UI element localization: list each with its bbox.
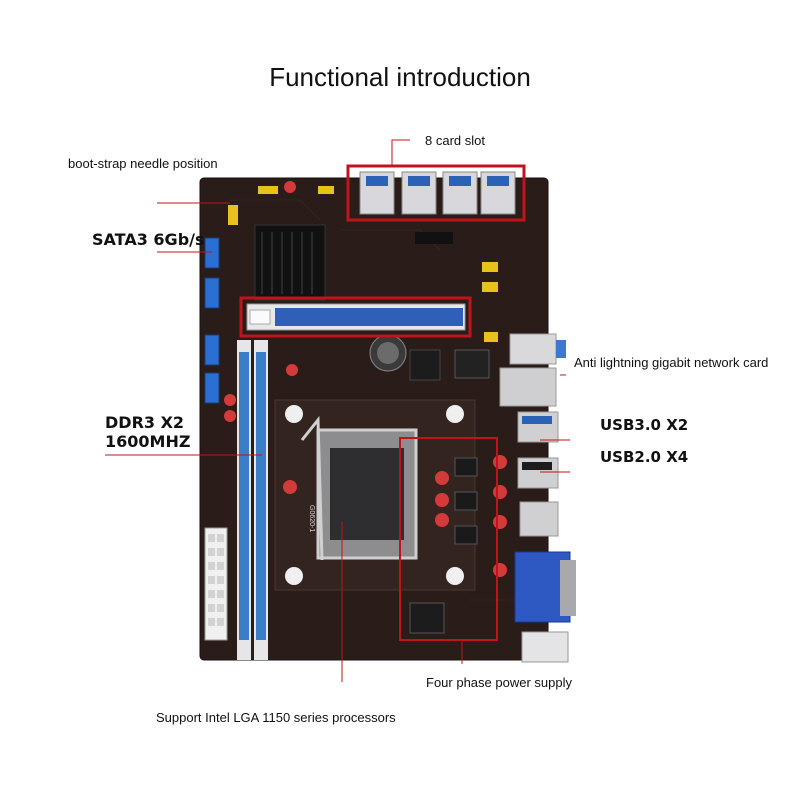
- dimm-slots: [237, 340, 268, 660]
- controller-chip: [409, 349, 441, 381]
- callout-ddr-line2: 1600MHZ: [105, 432, 191, 451]
- callout-power: Four phase power supply: [426, 675, 572, 690]
- chipset-heatsink: [254, 224, 326, 301]
- callout-sata: SATA3 6Gb/s: [92, 230, 205, 249]
- callout-ddr-line1: DDR3 X2: [105, 413, 185, 432]
- jumper-headers: [228, 186, 498, 342]
- usb-slot-row: [359, 171, 516, 215]
- power-phase-highlight: [399, 437, 498, 641]
- callout-usb2: USB2.0 X4: [600, 448, 689, 466]
- sata-ports: [204, 237, 220, 404]
- network-chip: [454, 349, 490, 379]
- pcie-x1-slot: [415, 232, 453, 244]
- card-slot-highlight: [346, 164, 526, 222]
- callout-usb3: USB3.0 X2: [600, 416, 689, 434]
- vrm-components: [224, 181, 507, 634]
- callout-cpu: Support Intel LGA 1150 series processors: [156, 710, 396, 725]
- pcie-highlight: [239, 296, 472, 338]
- callout-lines: [105, 139, 570, 682]
- callout-boot-strap: boot-strap needle position: [68, 156, 218, 171]
- board-silkscreen: G0620-1: [308, 505, 315, 532]
- page-title: Functional introduction: [269, 62, 531, 92]
- callout-card-slot: 8 card slot: [425, 133, 485, 148]
- rear-io-ports: [499, 333, 576, 663]
- callout-network: Anti lightning gigabit network card: [574, 355, 769, 370]
